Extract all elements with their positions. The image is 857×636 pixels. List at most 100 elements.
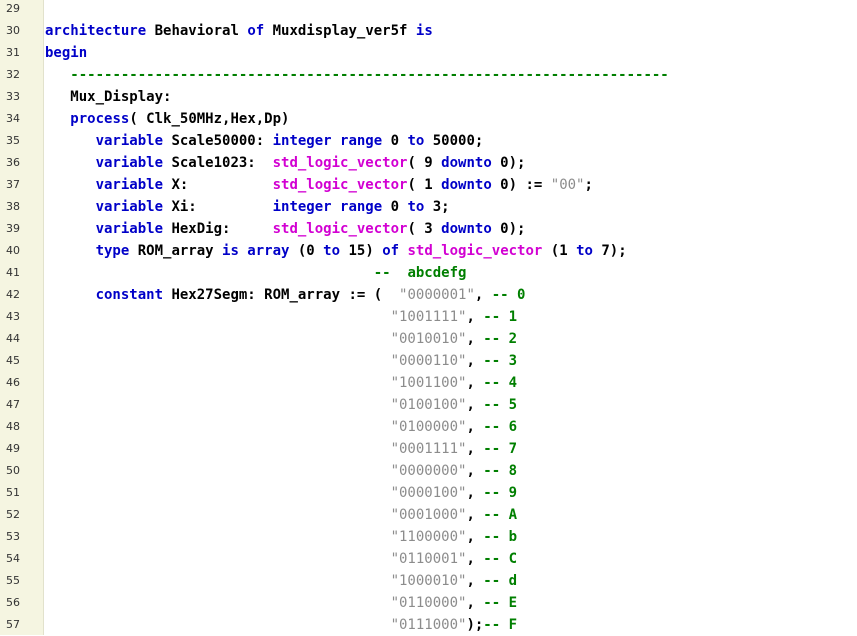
string-token: "0110000" bbox=[390, 595, 467, 611]
line-number: 29 bbox=[6, 2, 20, 15]
string-token: "0000100" bbox=[390, 485, 467, 501]
line-number: 52 bbox=[6, 508, 20, 521]
line-number: 46 bbox=[6, 376, 20, 389]
code-text: ----------------------------------------… bbox=[45, 64, 669, 86]
code-line[interactable]: 54 "0110001", -- C bbox=[0, 548, 857, 570]
code-line[interactable]: 43 "1001111", -- 1 bbox=[0, 306, 857, 328]
plain-token bbox=[45, 199, 96, 215]
code-text: constant Hex27Segm: ROM_array := ( "0000… bbox=[45, 284, 526, 306]
code-line[interactable]: 42 constant Hex27Segm: ROM_array := ( "0… bbox=[0, 284, 857, 306]
line-number: 32 bbox=[6, 68, 20, 81]
plain-token: Xi: bbox=[163, 199, 273, 215]
code-line[interactable]: 57 "0111000");-- F bbox=[0, 614, 857, 636]
code-line[interactable]: 53 "1100000", -- b bbox=[0, 526, 857, 548]
plain-token: Behavioral bbox=[146, 23, 248, 39]
keyword-token: downto bbox=[441, 155, 492, 171]
code-line[interactable]: 45 "0000110", -- 3 bbox=[0, 350, 857, 372]
plain-token: ( 3 bbox=[407, 221, 442, 237]
plain-token bbox=[45, 243, 96, 259]
code-text: variable Xi: integer range 0 to 3; bbox=[45, 196, 450, 218]
comment-token: ----------------------------------------… bbox=[70, 67, 669, 83]
line-number: 42 bbox=[6, 288, 20, 301]
string-token: "1100000" bbox=[390, 529, 467, 545]
plain-token bbox=[45, 111, 70, 127]
keyword-token: integer range bbox=[272, 199, 383, 215]
code-line[interactable]: 29 bbox=[0, 0, 857, 20]
code-line[interactable]: 37 variable X: std_logic_vector( 1 downt… bbox=[0, 174, 857, 196]
line-number: 54 bbox=[6, 552, 20, 565]
line-number: 50 bbox=[6, 464, 20, 477]
keyword-token: variable bbox=[95, 133, 164, 149]
code-line[interactable]: 46 "1001100", -- 4 bbox=[0, 372, 857, 394]
code-text: architecture Behavioral of Muxdisplay_ve… bbox=[45, 20, 433, 42]
string-token: "0001111" bbox=[390, 441, 467, 457]
keyword-token: begin bbox=[45, 45, 88, 61]
code-text: "1001111", -- 1 bbox=[45, 306, 517, 328]
code-line[interactable]: 51 "0000100", -- 9 bbox=[0, 482, 857, 504]
comment-token: -- 8 bbox=[483, 463, 518, 479]
plain-token bbox=[45, 595, 391, 611]
plain-token: , bbox=[466, 353, 484, 369]
code-line[interactable]: 47 "0100100", -- 5 bbox=[0, 394, 857, 416]
line-number: 35 bbox=[6, 134, 20, 147]
line-number: 43 bbox=[6, 310, 20, 323]
code-line[interactable]: 34 process( Clk_50MHz,Hex,Dp) bbox=[0, 108, 857, 130]
code-line[interactable]: 56 "0110000", -- E bbox=[0, 592, 857, 614]
line-number: 36 bbox=[6, 156, 20, 169]
keyword-token: downto bbox=[441, 177, 492, 193]
keyword-token: is array bbox=[222, 243, 290, 259]
code-text: "0100000", -- 6 bbox=[45, 416, 517, 438]
code-line[interactable]: 39 variable HexDig: std_logic_vector( 3 … bbox=[0, 218, 857, 240]
code-text: "1100000", -- b bbox=[45, 526, 517, 548]
code-line[interactable]: 41 -- abcdefg bbox=[0, 262, 857, 284]
code-line[interactable]: 32 -------------------------------------… bbox=[0, 64, 857, 86]
code-text: variable Scale1023: std_logic_vector( 9 … bbox=[45, 152, 526, 174]
code-line[interactable]: 49 "0001111", -- 7 bbox=[0, 438, 857, 460]
keyword-token: to bbox=[576, 243, 593, 259]
plain-token bbox=[45, 463, 391, 479]
code-line[interactable]: 48 "0100000", -- 6 bbox=[0, 416, 857, 438]
comment-token: -- 7 bbox=[483, 441, 518, 457]
code-line[interactable]: 33 Mux_Display: bbox=[0, 86, 857, 108]
plain-token bbox=[45, 67, 70, 83]
plain-token bbox=[45, 551, 391, 567]
string-token: "0000001" bbox=[399, 287, 475, 303]
code-line[interactable]: 55 "1000010", -- d bbox=[0, 570, 857, 592]
code-line[interactable]: 36 variable Scale1023: std_logic_vector(… bbox=[0, 152, 857, 174]
line-number: 37 bbox=[6, 178, 20, 191]
code-line[interactable]: 44 "0010010", -- 2 bbox=[0, 328, 857, 350]
comment-token: -- 4 bbox=[483, 375, 518, 391]
keyword-token: of bbox=[382, 243, 400, 259]
comment-token: -- A bbox=[483, 507, 518, 523]
comment-token: -- 3 bbox=[483, 353, 518, 369]
plain-token: Hex27Segm: ROM_array := ( bbox=[163, 287, 400, 303]
line-number: 33 bbox=[6, 90, 20, 103]
line-number: 55 bbox=[6, 574, 20, 587]
plain-token: 0 bbox=[382, 199, 408, 215]
code-line[interactable]: 38 variable Xi: integer range 0 to 3; bbox=[0, 196, 857, 218]
line-number: 53 bbox=[6, 530, 20, 543]
code-line[interactable]: 35 variable Scale50000: integer range 0 … bbox=[0, 130, 857, 152]
plain-token bbox=[45, 177, 96, 193]
code-text: Mux_Display: bbox=[45, 86, 171, 108]
keyword-token: integer range bbox=[272, 133, 383, 149]
plain-token bbox=[45, 485, 391, 501]
string-token: "1001100" bbox=[390, 375, 467, 391]
code-text: "0010010", -- 2 bbox=[45, 328, 517, 350]
plain-token: 50000; bbox=[424, 133, 484, 149]
code-line[interactable]: 40 type ROM_array is array (0 to 15) of … bbox=[0, 240, 857, 262]
code-line[interactable]: 50 "0000000", -- 8 bbox=[0, 460, 857, 482]
plain-token: ; bbox=[584, 177, 593, 193]
comment-token: -- 6 bbox=[483, 419, 518, 435]
plain-token: 0); bbox=[491, 221, 526, 237]
code-text: "0000100", -- 9 bbox=[45, 482, 517, 504]
code-text: variable HexDig: std_logic_vector( 3 dow… bbox=[45, 218, 526, 240]
plain-token: , bbox=[466, 419, 484, 435]
plain-token: , bbox=[474, 287, 492, 303]
code-text: variable X: std_logic_vector( 1 downto 0… bbox=[45, 174, 593, 196]
string-token: "0110001" bbox=[390, 551, 467, 567]
code-line[interactable]: 52 "0001000", -- A bbox=[0, 504, 857, 526]
